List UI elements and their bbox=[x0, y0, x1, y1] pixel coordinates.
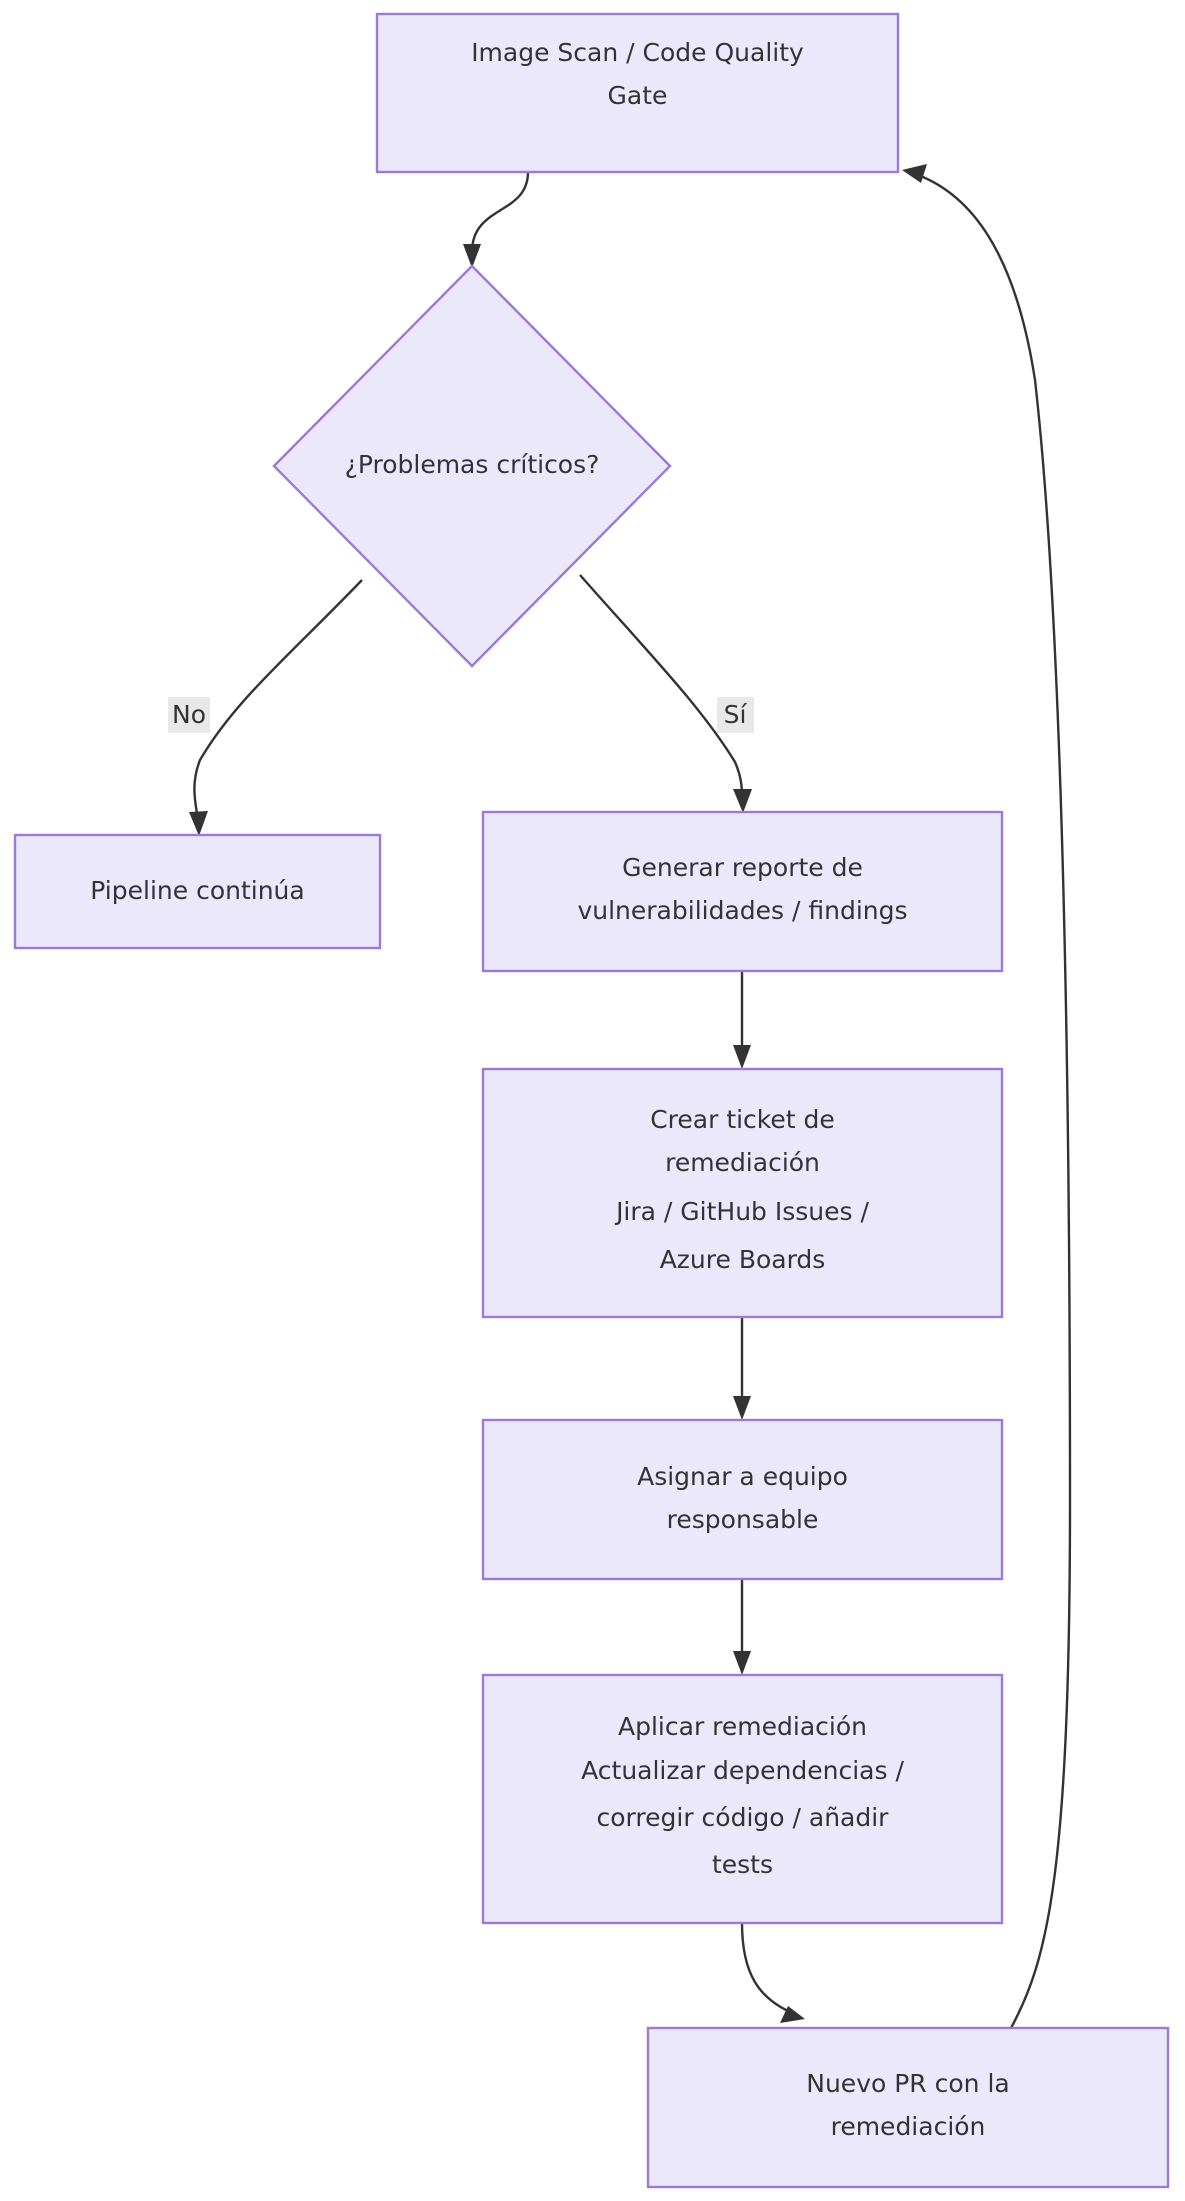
node-label-line: remediación bbox=[831, 2112, 986, 2141]
node-generar-reporte[interactable]: Generar reporte de vulnerabilidades / fi… bbox=[481, 810, 1004, 973]
edge-group bbox=[189, 164, 1072, 2029]
edge-report-to-ticket bbox=[733, 971, 751, 1069]
edge-ticket-to-assign bbox=[733, 1317, 751, 1420]
node-shape-rect bbox=[481, 810, 1004, 973]
node-shape-rect bbox=[481, 1673, 1004, 1925]
edge-path bbox=[193, 579, 363, 821]
edge-critical-to-pipeline bbox=[189, 579, 363, 836]
node-shape-rect bbox=[481, 1418, 1004, 1581]
edge-path bbox=[917, 173, 1072, 2029]
edge-remediate-to-pr bbox=[740, 1922, 805, 2023]
edge-scan-to-critical bbox=[463, 171, 530, 268]
node-label-line: responsable bbox=[667, 1505, 819, 1534]
node-label-line: Pipeline continúa bbox=[90, 876, 304, 905]
node-label-line: Image Scan / Code Quality bbox=[471, 38, 804, 67]
node-label-line: corregir código / añadir bbox=[597, 1803, 890, 1832]
edge-arrowhead bbox=[733, 789, 752, 813]
node-label-line: ¿Problemas críticos? bbox=[345, 450, 600, 479]
node-shape-rect bbox=[481, 1067, 1004, 1319]
edge-label-text: No bbox=[172, 700, 206, 729]
edge-arrowhead bbox=[733, 1045, 751, 1069]
node-asignar-equipo[interactable]: Asignar a equipo responsable bbox=[481, 1418, 1004, 1581]
edge-arrowhead bbox=[733, 1396, 751, 1420]
edge-arrowhead bbox=[189, 811, 208, 836]
node-label-line: Nuevo PR con la bbox=[806, 2069, 1009, 2098]
node-pipeline-continua[interactable]: Pipeline continúa bbox=[13, 833, 382, 950]
node-group: Image Scan / Code Quality Gate ¿Problema… bbox=[13, 12, 1170, 2189]
edge-arrowhead bbox=[780, 2006, 805, 2023]
edge-label-group: No Sí bbox=[168, 697, 754, 733]
edge-arrowhead bbox=[463, 244, 481, 268]
node-problemas-criticos-decision[interactable]: ¿Problemas críticos? bbox=[272, 264, 672, 668]
node-nuevo-pr[interactable]: Nuevo PR con la remediación bbox=[646, 2026, 1170, 2189]
edge-label-background bbox=[717, 697, 754, 733]
node-label-line: Crear ticket de bbox=[650, 1105, 835, 1134]
edge-pr-to-scan bbox=[902, 164, 1072, 2029]
node-label-line: Gate bbox=[608, 81, 668, 110]
node-label-line: Asignar a equipo bbox=[637, 1462, 848, 1491]
node-label-line: vulnerabilidades / findings bbox=[577, 896, 907, 925]
edge-label-si: Sí bbox=[717, 697, 754, 733]
node-label-line: Generar reporte de bbox=[622, 853, 863, 882]
edge-label-text: Sí bbox=[724, 700, 748, 729]
edge-path bbox=[579, 574, 744, 798]
edge-path bbox=[740, 1922, 791, 2014]
node-image-scan-gate[interactable]: Image Scan / Code Quality Gate bbox=[375, 12, 900, 174]
edge-assign-to-remediate bbox=[733, 1579, 751, 1675]
node-shape-rect bbox=[375, 12, 900, 174]
edge-critical-to-report bbox=[579, 574, 752, 813]
node-label-line: Jira / GitHub Issues / bbox=[614, 1197, 869, 1226]
edge-label-background bbox=[168, 697, 210, 733]
node-label-line: remediación bbox=[665, 1148, 820, 1177]
node-shape-rect bbox=[646, 2026, 1170, 2189]
node-aplicar-remediacion[interactable]: Aplicar remediación Actualizar dependenc… bbox=[481, 1673, 1004, 1925]
edge-arrowhead bbox=[902, 164, 927, 183]
edge-path bbox=[470, 171, 530, 253]
node-crear-ticket-remediacion[interactable]: Crear ticket de remediación Jira / GitHu… bbox=[481, 1067, 1004, 1319]
node-label-line: Actualizar dependencias / bbox=[581, 1756, 904, 1785]
node-label-line: Azure Boards bbox=[660, 1245, 826, 1274]
edge-arrowhead bbox=[733, 1651, 751, 1675]
node-shape-rect bbox=[13, 833, 382, 950]
node-shape-diamond bbox=[272, 264, 672, 668]
node-label-line: Aplicar remediación bbox=[618, 1712, 867, 1741]
edge-label-no: No bbox=[168, 697, 210, 733]
node-label-line: tests bbox=[712, 1850, 773, 1879]
